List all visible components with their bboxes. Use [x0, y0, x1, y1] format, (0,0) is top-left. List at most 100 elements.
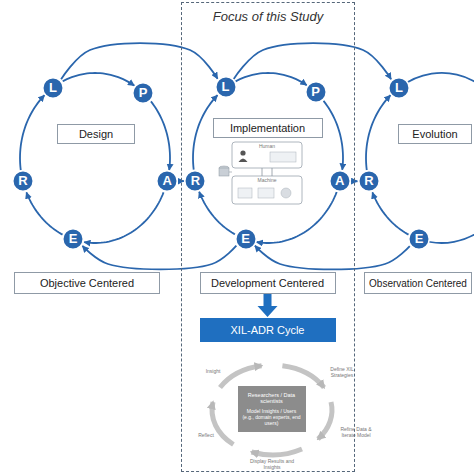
cycle-step: E [235, 228, 257, 250]
step-letter: E [62, 228, 84, 250]
wire [229, 172, 232, 173]
node-label: Implementation [230, 122, 305, 134]
cycle-step: P [132, 82, 154, 104]
cycle-step: L [388, 77, 410, 99]
focus-box: Observation Centered [364, 272, 472, 294]
person-icon [240, 150, 245, 155]
phase-box: Design [57, 124, 135, 144]
model-icon [238, 188, 252, 198]
cycle-arrow [26, 192, 62, 234]
node-label: Objective Centered [40, 277, 134, 289]
circle-shape [185, 171, 205, 191]
cycle-arrow [318, 402, 332, 439]
node-label: Observation Centered [369, 278, 467, 289]
cycle-arrow [282, 366, 324, 388]
wire [272, 168, 273, 176]
step-letter: R [184, 170, 206, 192]
region-title: Focus of this Study [182, 9, 354, 24]
cycle-step: L [215, 76, 237, 98]
step-label: Insight [198, 368, 228, 374]
cycle-arrow [252, 449, 303, 455]
step-letter: A [329, 170, 351, 192]
step-letter: L [388, 77, 410, 99]
step-label: Human [252, 143, 282, 149]
cycle-arrow [84, 192, 163, 243]
cycle-step: A [156, 170, 178, 192]
node-label: Design [79, 128, 113, 140]
node-label: XIL-ADR Cycle [231, 324, 305, 336]
step-letter: E [408, 228, 430, 250]
wire [262, 168, 263, 176]
feedback-arrow [255, 246, 410, 270]
node-label: Researchers / Data scientists [241, 392, 303, 404]
step-label: Machine [250, 177, 284, 183]
node-label: Model Insights / Users (e.g., domain exp… [241, 408, 303, 426]
node-label: Evolution [412, 128, 457, 140]
cycle-arrow [63, 73, 135, 86]
phase-box: Implementation [213, 118, 323, 138]
cycle-arrow [220, 366, 262, 388]
circle-shape [215, 77, 235, 97]
machine-panel [232, 176, 302, 204]
step-label: Display Results and Insights [246, 458, 298, 470]
phase-box: Evolution [398, 124, 472, 144]
step-letter: E [235, 228, 257, 250]
circle-shape [13, 171, 33, 191]
cycle-step: R [358, 170, 380, 192]
block-arrow [258, 294, 278, 317]
cycle-arrow [20, 95, 44, 170]
model-icon [258, 188, 274, 198]
cycle-step: R [12, 170, 34, 192]
step-letter: L [215, 76, 237, 98]
step-label: Refine Data & Iterate Model [334, 426, 378, 438]
step-letter: L [42, 77, 64, 99]
cycle-step: E [408, 228, 430, 250]
cycle-step: A [329, 170, 351, 192]
cycle-arrow [366, 95, 390, 170]
step-letter: A [156, 170, 178, 192]
cycle-step: L [42, 77, 64, 99]
phase-arrow [234, 43, 391, 79]
brain-icon [281, 188, 291, 198]
cycle-step: R [184, 170, 206, 192]
step-letter: R [358, 170, 380, 192]
cycle-arrow [323, 101, 343, 170]
cycle-step: E [62, 228, 84, 250]
cycle-arrow [372, 192, 408, 234]
screen-icon [270, 152, 296, 162]
step-label: Reflect [193, 432, 219, 438]
human-panel [232, 142, 302, 168]
actor-box: Researchers / Data scientistsModel Insig… [238, 386, 306, 432]
xil-adr-cycle-illustration [212, 366, 332, 455]
feedback-arrow [82, 246, 236, 270]
circle-shape [359, 171, 379, 191]
circle-shape [306, 82, 326, 102]
circle-shape [133, 83, 153, 103]
implementation-illustration [219, 142, 302, 204]
cycle-arrow [257, 192, 337, 243]
step-label: Define XIL Strategies [322, 366, 362, 378]
step-letter: P [132, 82, 154, 104]
circle-shape [63, 229, 83, 249]
circle-shape [409, 229, 429, 249]
step-letter: R [12, 170, 34, 192]
cycle-arrow [151, 101, 170, 170]
circle-shape [43, 77, 63, 97]
cycle-arrow [199, 192, 235, 235]
focus-region: Implementation L P R A E Development CenteredX… [181, 2, 355, 472]
circle-shape [235, 229, 255, 249]
circle-shape [389, 77, 409, 97]
cycle-title-box: XIL-ADR Cycle [200, 318, 336, 342]
cycle-step: P [305, 81, 327, 103]
database-icon [219, 168, 229, 176]
circle-shape [157, 171, 177, 191]
focus-box: Objective Centered [14, 272, 160, 294]
step-letter: P [305, 81, 327, 103]
cycle-arrow [212, 402, 233, 445]
node-label: Development Centered [211, 277, 324, 289]
cycle-arrow [236, 73, 307, 85]
circle-shape [329, 171, 349, 191]
